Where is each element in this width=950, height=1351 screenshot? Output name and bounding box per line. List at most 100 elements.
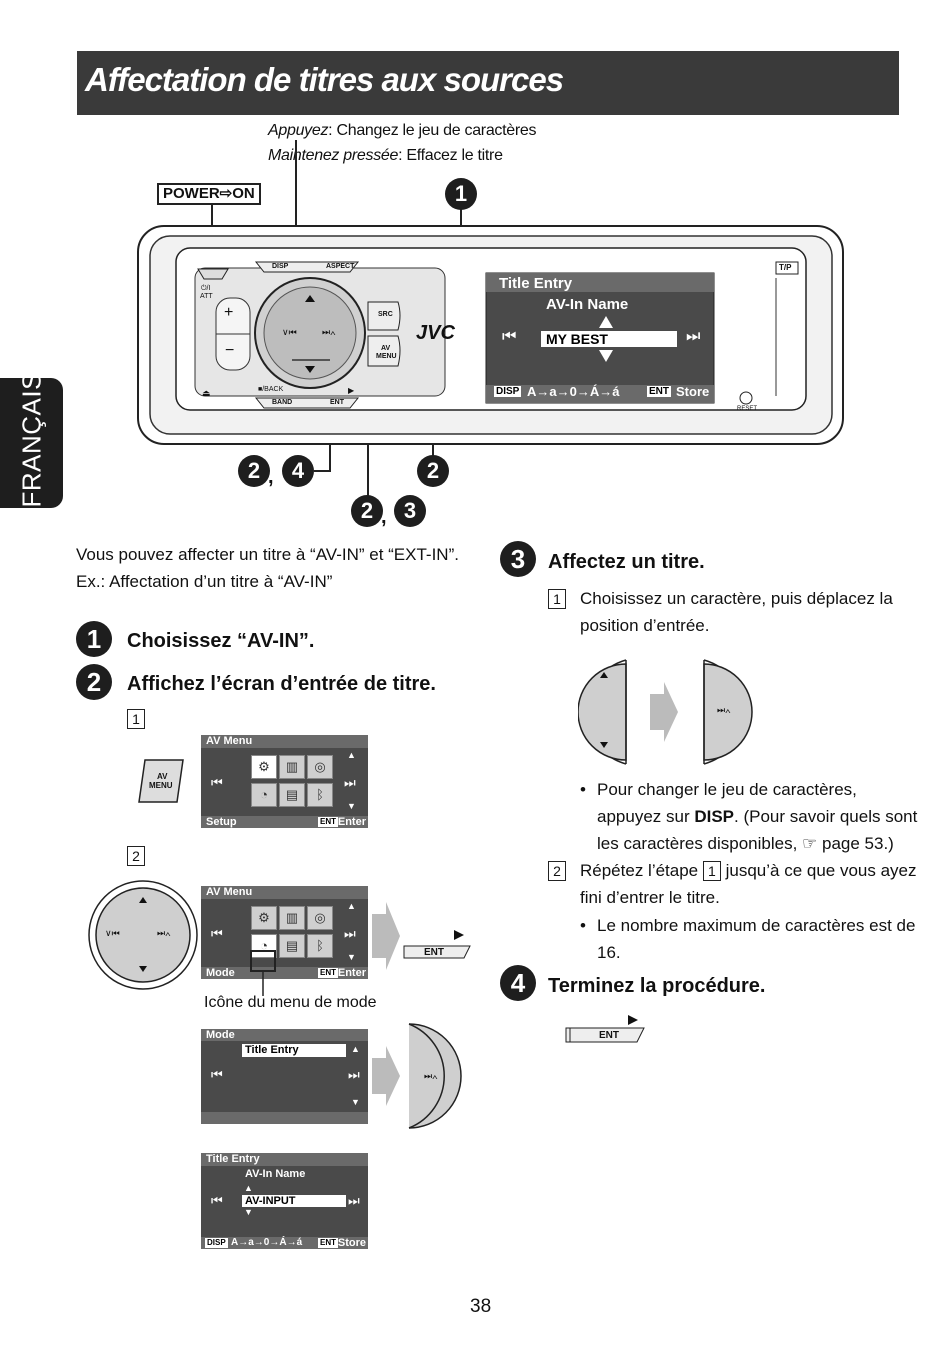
av-menu-button-graphic bbox=[138, 759, 184, 803]
callout-hold-label: Maintenez pressée bbox=[268, 147, 399, 164]
av-menu-btn-menu[interactable]: MENU bbox=[149, 781, 173, 790]
step-3-number: 3 bbox=[500, 541, 536, 577]
arrow-to-knob bbox=[372, 1023, 462, 1129]
play-icon: ▶ bbox=[348, 386, 355, 395]
footer-enter: Enter bbox=[337, 967, 366, 979]
screen-ent: ENT bbox=[647, 386, 671, 397]
knob-left-icon[interactable]: ∨⏮ bbox=[282, 327, 297, 337]
control-knob-graphic bbox=[88, 880, 198, 990]
menu-button-label[interactable]: MENU bbox=[376, 353, 397, 360]
up-arrow-icon: ▲ bbox=[351, 1044, 360, 1054]
eject-icon[interactable]: ⏏ bbox=[202, 388, 211, 398]
char-up-icon: ▲ bbox=[244, 1183, 253, 1193]
te-disp: DISP bbox=[205, 1238, 228, 1248]
step-4-number: 4 bbox=[500, 965, 536, 1001]
step-3-sub-2: 2 bbox=[548, 861, 566, 881]
knob-left-icon[interactable]: ∨⏮ bbox=[105, 928, 120, 938]
step-3-sub-1-line-1: Choisissez un caractère, puis déplacez l… bbox=[580, 589, 893, 608]
knob-right-icon[interactable]: ⏭∧ bbox=[424, 1071, 438, 1081]
step-2-sub-1: 1 bbox=[127, 709, 145, 729]
intro-line-1: Vous pouvez affecter un titre à “AV-IN” … bbox=[76, 545, 459, 564]
diagram-num-2a: 2 bbox=[247, 458, 261, 483]
step-3-bullet-1-line-1: Pour changer le jeu de caractères, bbox=[597, 780, 857, 799]
list-icon: ▤ bbox=[279, 934, 305, 958]
av-menu-screen-2: AV Menu ⏮ ⏭ ▲ ▼ ⚙ ▥ ◎ ◔ ▤ ᛒ Mode ENT Ent… bbox=[201, 886, 368, 979]
equalizer-icon: ▥ bbox=[279, 906, 305, 930]
back-button[interactable]: ■/BACK bbox=[258, 386, 284, 393]
screen-value: MY BEST bbox=[546, 331, 608, 347]
list-icon: ▤ bbox=[279, 783, 305, 807]
step-3-bullet-1-dot: • bbox=[580, 780, 586, 799]
knob-right-icon[interactable]: ⏭∧ bbox=[322, 327, 336, 337]
intro-line-2: Ex.: Affectation d’un titre à “AV-IN” bbox=[76, 572, 333, 591]
mode-icon: ◔ bbox=[251, 934, 277, 958]
step-3-sub-1-line-2: position d’entrée. bbox=[580, 616, 710, 635]
mode-screen: Mode Title Entry ⏮ ⏭ ▲ ▼ bbox=[201, 1029, 368, 1124]
aspect-button[interactable]: ASPECT bbox=[326, 263, 355, 270]
step-3-bullet-2-line-1: Le nombre maximum de caractères est de bbox=[597, 916, 916, 935]
step-3-title: Affectez un titre. bbox=[548, 551, 705, 573]
title-entry-screen: Title Entry AV-In Name ⏮ ⏭ AV-INPUT ▲ ▼ … bbox=[201, 1153, 368, 1249]
step-1-title: Choisissez “AV-IN”. bbox=[127, 630, 315, 652]
te-footer: DISP A→a→0→Á→á ENT Store bbox=[201, 1237, 368, 1249]
step-2-title: Affichez l’écran d’entrée de titre. bbox=[127, 673, 436, 695]
brand-logo: JVC bbox=[416, 322, 455, 344]
next-icon: ⏭ bbox=[344, 775, 356, 790]
sub-text: Répétez l’étape bbox=[580, 861, 703, 880]
screen-disp: DISP bbox=[494, 386, 522, 397]
mode-header: Mode bbox=[201, 1029, 368, 1041]
av-menu-footer-2: Mode ENT Enter bbox=[201, 967, 368, 979]
band-button[interactable]: BAND bbox=[272, 399, 293, 406]
language-tab: FRANÇAIS bbox=[0, 372, 63, 508]
footer-setup: Setup bbox=[206, 816, 237, 828]
up-arrow-icon: ▲ bbox=[347, 901, 356, 911]
callout-press-label: Appuyez bbox=[268, 122, 329, 139]
prev-icon: ⏮ bbox=[502, 328, 517, 345]
tp-button[interactable]: T/P bbox=[779, 263, 792, 272]
down-arrow-icon: ▼ bbox=[347, 801, 356, 811]
mode-icon-caption: Icône du menu de mode bbox=[204, 994, 377, 1011]
av-menu-btn-av[interactable]: AV bbox=[157, 772, 168, 781]
mode-footer bbox=[201, 1112, 368, 1124]
footer-ent: ENT bbox=[318, 817, 338, 827]
power-label: POWER⇨ON bbox=[157, 183, 261, 205]
av-menu-header-2: AV Menu bbox=[201, 886, 368, 899]
diagram-num-4: 4 bbox=[291, 458, 305, 483]
src-button[interactable]: SRC bbox=[378, 311, 393, 318]
disp-button[interactable]: DISP bbox=[272, 263, 289, 270]
footer-ent: ENT bbox=[318, 968, 338, 978]
te-charset: A→a→0→Á→á bbox=[231, 1237, 303, 1248]
te-ent: ENT bbox=[318, 1238, 338, 1248]
diagram-num-1: 1 bbox=[454, 181, 468, 206]
av-button-label[interactable]: AV bbox=[381, 345, 391, 352]
sub-text: jusqu’à ce que vous ayez bbox=[720, 861, 917, 880]
step-4-ent-button[interactable]: ENT bbox=[599, 1030, 619, 1041]
next-icon: ⏭ bbox=[348, 1193, 360, 1208]
volume-down-icon[interactable]: − bbox=[225, 342, 235, 359]
te-store: Store bbox=[337, 1237, 366, 1249]
volume-up-icon[interactable]: + bbox=[224, 304, 234, 321]
prev-icon: ⏮ bbox=[211, 1067, 223, 1082]
setup-icon: ⚙ bbox=[251, 755, 277, 779]
up-arrow-icon: ▲ bbox=[347, 750, 356, 760]
power-button[interactable]: ⏻/I bbox=[201, 285, 211, 292]
step-2-sub-2: 2 bbox=[127, 846, 145, 866]
footer-mode: Mode bbox=[206, 967, 235, 979]
knob-right-icon[interactable]: ⏭∧ bbox=[157, 928, 171, 938]
disc-icon: ◎ bbox=[307, 755, 333, 779]
ent-button[interactable]: ENT bbox=[330, 399, 344, 406]
te-name: AV-In Name bbox=[245, 1168, 306, 1180]
ent-button[interactable]: ENT bbox=[424, 947, 444, 958]
step-3-sub-2-line-2: fini d’entrer le titre. bbox=[580, 888, 720, 907]
reset-button[interactable]: RESET bbox=[737, 406, 758, 412]
prev-icon: ⏮ bbox=[211, 775, 223, 790]
screen-title: Title Entry bbox=[499, 275, 573, 292]
disp-keyword: DISP bbox=[694, 807, 735, 826]
down-arrow-icon: ▼ bbox=[347, 952, 356, 962]
step-3-sub-1: 1 bbox=[548, 589, 566, 609]
att-label: ATT bbox=[200, 293, 213, 300]
footer-enter: Enter bbox=[337, 816, 366, 828]
knob-right-icon[interactable]: ⏭∧ bbox=[717, 705, 731, 715]
page-title: Affectation de titres aux sources bbox=[85, 61, 564, 98]
bluetooth-icon: ᛒ bbox=[307, 934, 333, 958]
